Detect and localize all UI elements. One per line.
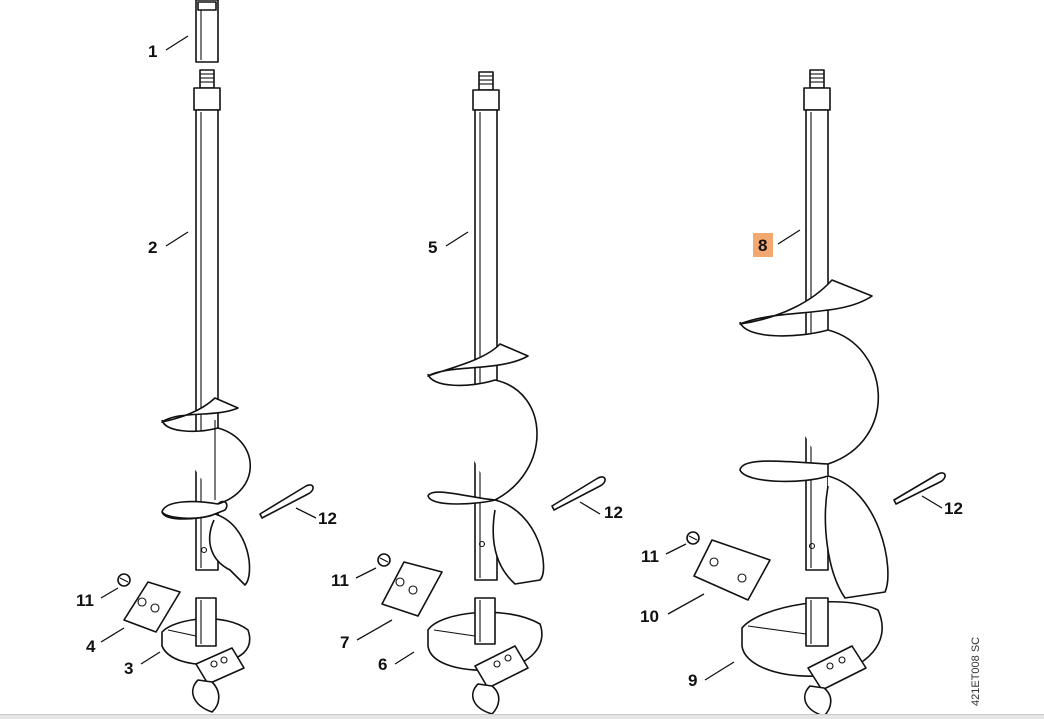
auger-flight-middle [427,343,545,585]
callout-8: 8 [758,236,767,255]
cutting-head-part-9 [741,597,883,717]
bottom-scrollbar-edge [0,714,1044,719]
auger-flight-left [161,397,252,586]
leader-lines [100,35,943,681]
auger-flight-right [739,279,889,599]
cotter-pin-part-12-right [893,472,946,505]
cotter-pin-part-12-middle [551,476,606,511]
callout-12-left: 12 [318,509,337,528]
callout-11-middle: 11 [331,571,349,590]
callout-8-highlight [753,233,773,257]
callout-9: 9 [688,671,697,690]
cutter-blade-part-10 [693,539,771,601]
callout-11-left: 11 [76,591,94,610]
callout-4: 4 [86,637,96,656]
auger-assembly-middle [377,71,606,715]
callout-3: 3 [124,659,133,678]
adapter-sleeve-part-1 [195,0,219,63]
screw-part-11-right [686,531,700,545]
screw-part-11-middle [377,553,391,567]
screw-part-11-left [117,573,131,587]
callout-labels: 1 2 3 4 11 12 5 6 7 11 12 8 9 10 11 12 [76,42,963,690]
cutting-head-part-6 [427,597,543,715]
callout-2: 2 [148,238,157,257]
callout-5: 5 [428,238,437,257]
callout-1: 1 [148,42,157,61]
cotter-pin-part-12-left [259,484,314,519]
callout-7: 7 [340,633,349,652]
callout-10: 10 [640,607,659,626]
callout-6: 6 [378,655,387,674]
auger-assembly-right [686,69,946,717]
cutting-head-part-3 [161,597,251,713]
reference-code: 421ET008 SC [970,637,982,706]
callout-12-right: 12 [944,499,963,518]
auger-assembly-left [117,0,314,713]
cutter-blade-part-4 [123,581,181,633]
callout-11-right: 11 [641,547,659,566]
cutter-blade-part-7 [381,561,443,617]
callout-12-middle: 12 [604,503,623,522]
